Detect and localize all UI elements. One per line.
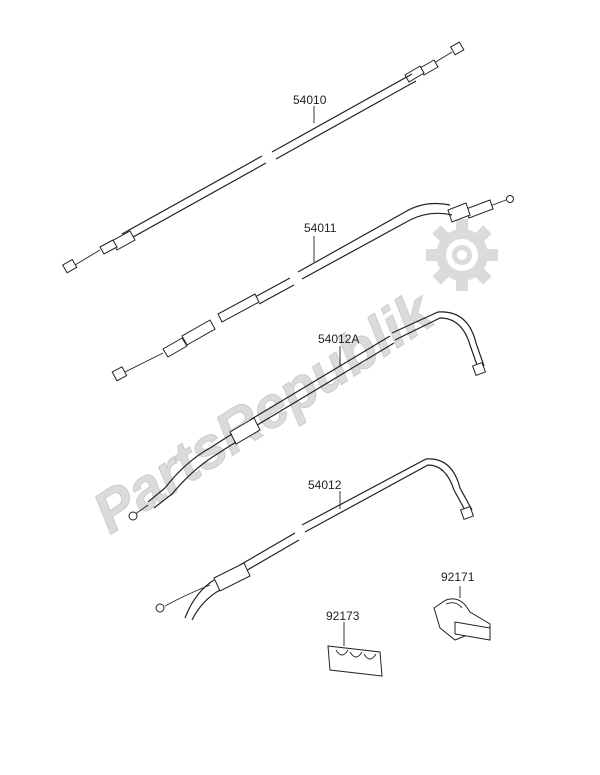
watermark: PartsRepublik [81,219,498,546]
clip-92171 [433,586,491,641]
part-label-54012: 54012 [308,478,342,492]
part-labels: 54010 54011 54012A 54012 92171 92173 [293,93,475,623]
part-label-92171: 92171 [441,570,475,584]
part-label-54010: 54010 [293,93,327,107]
clip-92173 [327,622,383,677]
part-label-92173: 92173 [326,609,360,623]
cable-54011 [111,195,514,382]
cable-54012 [155,458,475,621]
gear-icon [426,219,498,291]
cable-54010 [61,41,465,274]
cable-54012A [128,311,487,521]
part-label-54011: 54011 [304,221,337,235]
part-label-54012A: 54012A [318,332,359,346]
